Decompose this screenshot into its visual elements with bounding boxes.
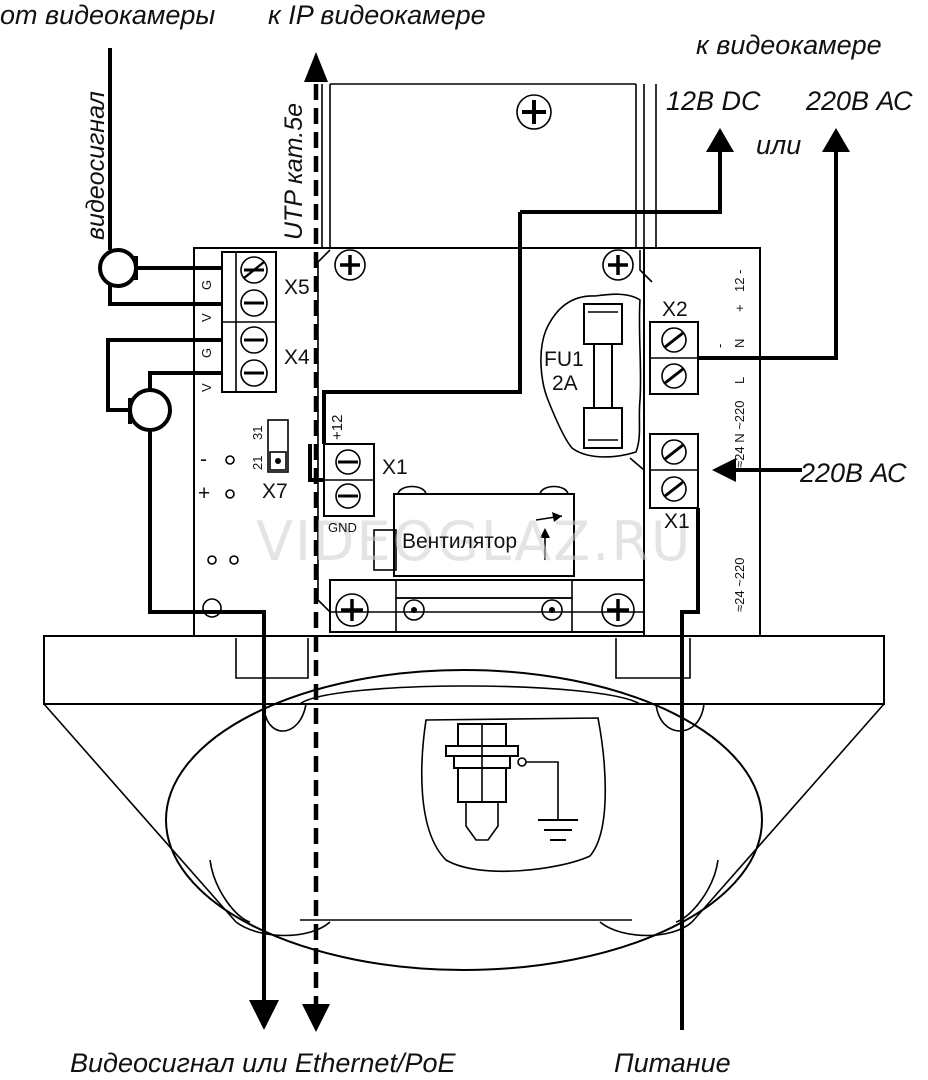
v2-label: V xyxy=(199,383,214,392)
camera-housing-bottom xyxy=(43,635,885,971)
fan-bracket xyxy=(329,579,645,633)
fan-component xyxy=(373,485,575,577)
camera-housing-top xyxy=(321,83,657,248)
gnd-label: GND xyxy=(328,520,357,535)
right-24-220-label: ≈24 N ~220 xyxy=(732,401,747,469)
right-12minus-label: 12 - xyxy=(732,270,747,292)
plus12-label: +12 xyxy=(329,415,346,440)
board-screw-icon xyxy=(334,249,366,281)
x7-label: X7 xyxy=(262,480,288,503)
right-n-label: N xyxy=(732,339,747,348)
x1-right-label: X1 xyxy=(664,510,690,533)
right-plus-label: + xyxy=(732,304,747,312)
g2-label: G xyxy=(199,348,214,358)
x4-label: X4 xyxy=(284,346,310,369)
j31-label: 31 xyxy=(250,426,265,440)
plus-label: + xyxy=(198,482,210,505)
watermark: VIDEOGLAZ.RU xyxy=(256,510,692,573)
j21-label: 21 xyxy=(250,456,265,470)
terminal-block-x1-right xyxy=(649,433,699,509)
to-camera-label: к видеокамере xyxy=(696,30,882,60)
terminal-block-x2 xyxy=(649,321,699,395)
ac220-top-label: 220В АС xyxy=(805,86,913,116)
wires xyxy=(98,48,850,1032)
fu1-label: FU1 xyxy=(544,348,584,371)
board-screw-icon xyxy=(602,249,634,281)
bottom-left-label: Видеосигнал или Ethernet/PoE xyxy=(70,1048,456,1078)
indicator-holes xyxy=(202,455,239,618)
terminal-block-x1-left xyxy=(323,443,375,517)
ac220-right-label: 220В АС xyxy=(799,458,907,488)
or-label: или xyxy=(756,130,801,160)
g1-label: G xyxy=(199,280,214,290)
right-24-220-b-label: ≈24 ~220 xyxy=(732,558,747,613)
to-ip-camera-label: к IP видеокамере xyxy=(268,0,486,30)
terminal-block-x5-x4 xyxy=(221,251,277,393)
screw-icon xyxy=(516,94,552,130)
v1-label: V xyxy=(199,313,214,322)
bottom-right-label: Питание xyxy=(614,1048,731,1078)
minus-label: - xyxy=(200,448,207,471)
terminal-screw-icon xyxy=(240,359,268,387)
x2-label: X2 xyxy=(662,298,688,321)
utp-vertical-label: UTP кат.5е xyxy=(280,103,308,240)
fuse-fu1 xyxy=(583,303,623,449)
terminal-screw-icon xyxy=(240,326,268,354)
right-l-label: L xyxy=(732,377,747,384)
from-camera-label: от видеокамеры xyxy=(0,0,215,30)
x1-left-label: X1 xyxy=(382,456,408,479)
fan-label: Вентилятор xyxy=(402,530,517,553)
right-minus-label: - xyxy=(712,344,727,348)
fuse-rating-label: 2A xyxy=(552,372,578,395)
video-signal-vertical-label: видеосигнал xyxy=(82,91,110,240)
dc12-label: 12В DC xyxy=(666,86,761,116)
jumper-x7 xyxy=(267,419,289,473)
x5-label: X5 xyxy=(284,276,310,299)
terminal-screw-icon xyxy=(240,289,268,317)
